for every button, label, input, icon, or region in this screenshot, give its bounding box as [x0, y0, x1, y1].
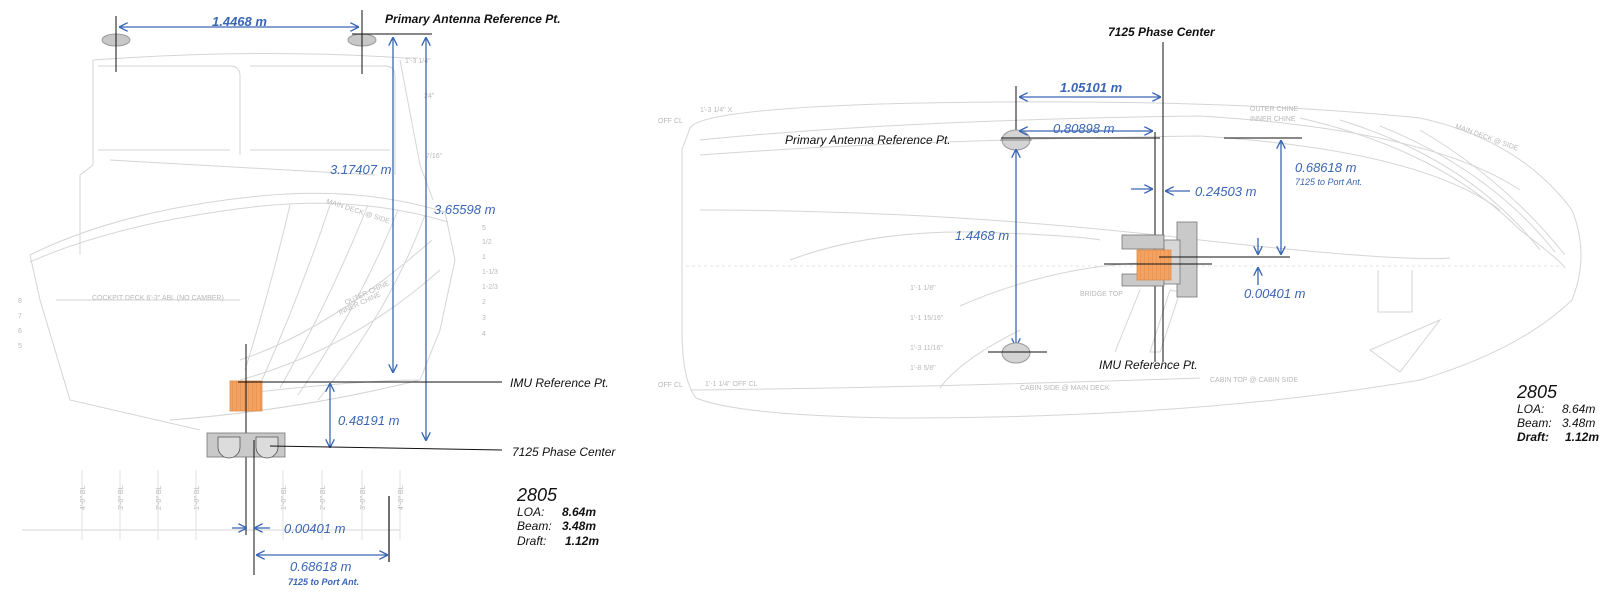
main-deck-note: MAIN DECK @ SIDE [1454, 123, 1519, 152]
station-label: 1/2 [482, 239, 492, 246]
antenna-to-phase-center-label: 3.65598 m [434, 202, 496, 217]
imu-unit [1136, 249, 1172, 281]
lateral-offset-label: 0.24503 m [1195, 184, 1257, 199]
loa-label: LOA: [1517, 402, 1544, 416]
antenna-spacing-label: 1.4468 m [212, 14, 267, 29]
drawing-dim-note: 1'-8 5/8" [910, 365, 936, 372]
drawing-dim-a: 1'-3 1/4" [405, 58, 431, 65]
beam-value: 3.48m [562, 519, 596, 533]
cockpit-deck-note: COCKPIT DECK 6'-3" ABL (NO CAMBER) [92, 295, 224, 302]
left-station-label: 6 [18, 328, 22, 335]
station-label: 2 [482, 299, 486, 306]
off-cl-note: OFF CL [658, 118, 683, 125]
waterline-label: 1'-0" BL [194, 485, 201, 510]
boat-name: 2805 [1516, 382, 1558, 402]
left-station-label: 8 [18, 298, 22, 305]
boat-name: 2805 [516, 485, 558, 505]
port-offset-label: 0.68618 m [1295, 160, 1357, 175]
waterline-label: 4'-0" BL [80, 485, 87, 510]
front-boat-spec-block: 2805 LOA: 8.64m Beam: 3.48m Draft: 1.12m [516, 485, 599, 548]
phase-center-leader [269, 445, 503, 451]
station-label: 5 [482, 225, 486, 232]
inner-chine-note: INNER CHINE [1250, 116, 1296, 123]
vertical-offset-label: 0.00401 m [1244, 286, 1306, 301]
station-label: 1-1/3 [482, 269, 498, 276]
loa-label: LOA: [517, 505, 544, 519]
station-label: 1 [482, 254, 486, 261]
antenna-to-imu-label: 3.17407 m [330, 162, 392, 177]
drawing-dim-note: 1'-3 1/4" X [700, 107, 733, 114]
port-offset-label: 0.68618 m [290, 559, 352, 574]
imu-reference-label: IMU Reference Pt. [1099, 358, 1198, 372]
left-station-label: 5 [18, 343, 22, 350]
off-cl-note: OFF CL [658, 382, 683, 389]
waterline-label: 3'-0" BL [118, 485, 125, 510]
draft-label: Draft: [517, 534, 546, 548]
waterline-label: 2'-0" BL [320, 485, 327, 510]
waterline-label: 4'-0" BL [398, 485, 405, 510]
left-station-label: 7 [18, 313, 22, 320]
primary-antenna-label: Primary Antenna Reference Pt. [385, 12, 561, 26]
loa-value: 8.64m [562, 505, 596, 519]
main-deck-note: MAIN DECK @ SIDE [325, 198, 390, 225]
waterline-label: 2'-0" BL [156, 485, 163, 510]
port-offset-note: 7125 to Port Ant. [1295, 177, 1362, 187]
lateral-offset-label: 0.00401 m [284, 521, 346, 536]
bridge-top-note: BRIDGE TOP [1080, 291, 1123, 298]
drawing-dim-note: 1'-1 15/16" [910, 315, 944, 322]
waterline-label: 1'-0" BL [281, 485, 288, 510]
draft-value: 1.12m [565, 534, 599, 548]
top-phase-center-label: 7125 Phase Center [1108, 25, 1216, 39]
station-label: 3 [482, 315, 486, 322]
top-view-hull-drawing [681, 101, 1582, 419]
station-label: 1-2/3 [482, 284, 498, 291]
station-label: 4 [482, 331, 486, 338]
secondary-antenna [1001, 342, 1031, 364]
drawing-dim-note: 1'-1 1/8" [910, 285, 936, 292]
drawing-dim-c: 7/16" [426, 153, 443, 160]
draft-label: Draft: [1517, 430, 1549, 444]
drawing-dim-note: 1'-1 1/4" OFF CL [705, 381, 758, 388]
top-boat-spec-block: 2805 LOA: 8.64m Beam: 3.48m Draft: 1.12m [1516, 382, 1599, 444]
phase-center-label: 7125 Phase Center [512, 445, 616, 459]
primary-antenna-label: Primary Antenna Reference Pt. [785, 133, 951, 147]
top-view-diagram: OUTER CHINE INNER CHINE MAIN DECK @ SIDE… [658, 25, 1599, 444]
loa-value: 8.64m [1562, 402, 1595, 416]
imu-reference-label: IMU Reference Pt. [510, 376, 609, 390]
waterline-label: 3'-0" BL [360, 485, 367, 510]
antenna-spacing-label: 1.4468 m [955, 228, 1009, 243]
front-view-boat-drawing [22, 52, 456, 540]
beam-value: 3.48m [1562, 416, 1595, 430]
cabin-top-note: CABIN TOP @ CABIN SIDE [1210, 377, 1298, 384]
cabin-side-note: CABIN SIDE @ MAIN DECK [1020, 385, 1110, 392]
beam-label: Beam: [517, 519, 552, 533]
front-view-diagram: COCKPIT DECK 6'-3" ABL (NO CAMBER) MAIN … [18, 10, 616, 587]
antenna-to-imu-label: 0.80898 m [1053, 121, 1115, 136]
beam-label: Beam: [1517, 416, 1552, 430]
draft-value: 1.12m [1565, 430, 1599, 444]
outer-chine-note: OUTER CHINE [1250, 106, 1299, 113]
imu-to-phase-center-label: 0.48191 m [338, 413, 400, 428]
phase-center-unit [206, 432, 286, 459]
antenna-to-phase-center-label: 1.05101 m [1060, 80, 1123, 95]
drawing-dim-note: 1'-3 11/16" [910, 345, 943, 352]
port-offset-note: 7125 to Port Ant. [288, 577, 359, 587]
